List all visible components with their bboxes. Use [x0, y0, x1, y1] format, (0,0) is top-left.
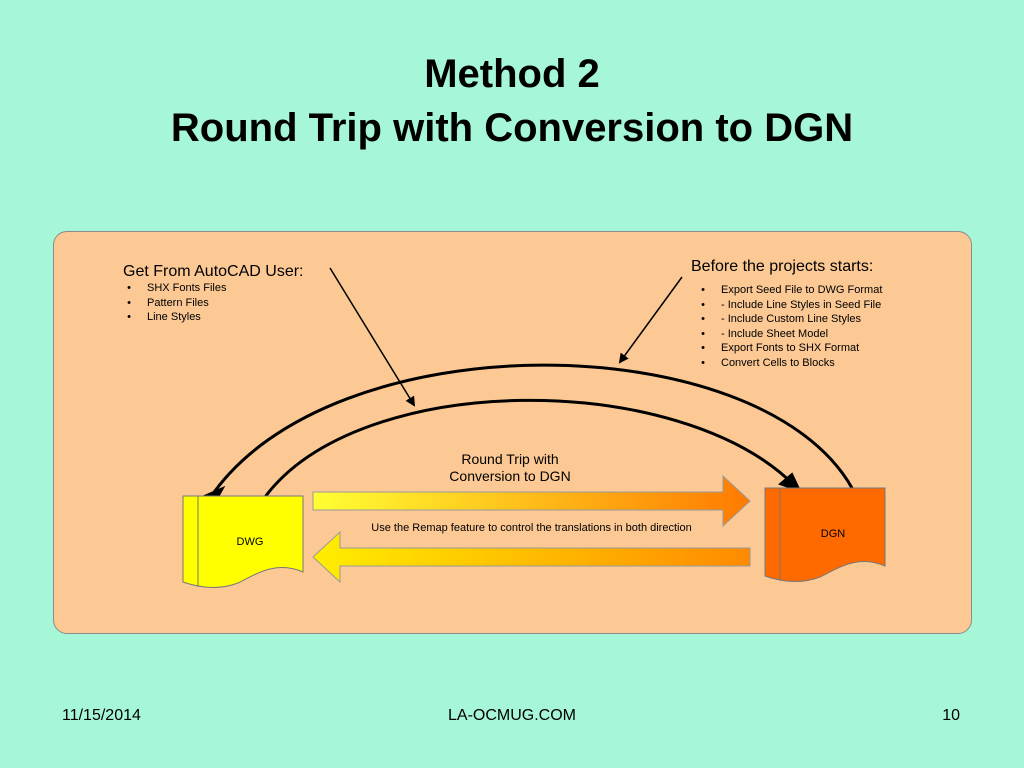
remap-note: Use the Remap feature to control the tra…: [371, 522, 692, 534]
dgn-label: DGN: [820, 528, 846, 540]
inner-arc-arrow: [263, 398, 797, 498]
list-item: •Export Seed File to DWG Format: [701, 284, 883, 296]
right-note-list: •Export Seed File to DWG Format •- Inclu…: [693, 283, 882, 371]
left-note-list: •SHX Fonts Files •Pattern Files •Line St…: [119, 281, 226, 325]
left-note-pointer: [329, 267, 416, 407]
outer-arc-arrow: [208, 363, 854, 499]
right-note-heading: Before the projects starts:: [691, 258, 874, 275]
list-item: •- Include Sheet Model: [701, 327, 829, 340]
dwg-label: DWG: [236, 536, 264, 548]
list-item: •Pattern Files: [127, 296, 209, 309]
footer-date: 11/15/2014: [62, 707, 141, 724]
round-trip-label: Round Trip with Conversion to DGN: [410, 451, 610, 485]
list-item: •- Include Line Styles in Seed File: [701, 298, 882, 311]
dwg-document-shape: [182, 495, 304, 588]
right-block-arrow: [312, 474, 751, 528]
list-item: •Line Styles: [127, 311, 201, 324]
right-note-pointer: [618, 276, 683, 364]
slide-title-line1: Method 2: [424, 52, 600, 96]
left-note-heading: Get From AutoCAD User:: [123, 263, 304, 280]
round-trip-label-line2: Conversion to DGN: [449, 468, 571, 484]
round-trip-label-line1: Round Trip with: [461, 451, 559, 467]
dgn-document-shape: [764, 487, 886, 582]
footer-page-number: 10: [942, 707, 960, 724]
footer-site: LA-OCMUG.COM: [448, 707, 576, 724]
list-item: •Export Fonts to SHX Format: [701, 342, 860, 355]
left-block-arrow: [312, 530, 751, 584]
list-item: •Convert Cells to Blocks: [701, 356, 835, 369]
slide-title-line2: Round Trip with Conversion to DGN: [170, 106, 854, 150]
list-item: •SHX Fonts Files: [127, 282, 227, 294]
list-item: •- Include Custom Line Styles: [701, 313, 862, 326]
